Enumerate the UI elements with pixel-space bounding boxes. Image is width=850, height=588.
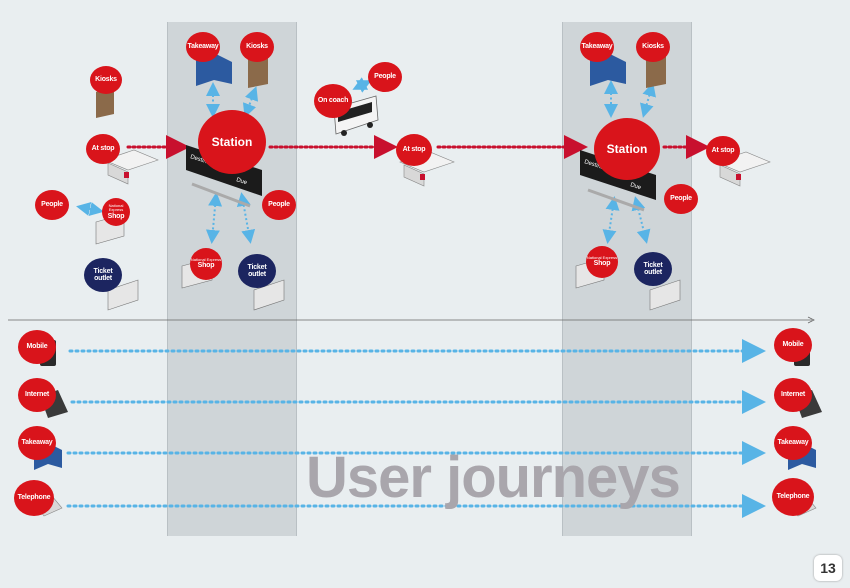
people-node: People (35, 190, 69, 220)
takeaway-node: Takeaway (18, 426, 56, 460)
at-stop-node: At stop (86, 134, 120, 164)
people-node: People (368, 62, 402, 92)
bus-shelter-icon (103, 149, 771, 187)
internet-node: Internet (774, 378, 812, 412)
ticket-outlet-node: Ticket outlet (634, 252, 672, 286)
at-stop-node: At stop (706, 136, 740, 166)
kiosks-node: Kiosks (240, 32, 274, 62)
mobile-node: Mobile (774, 328, 812, 362)
kiosks-node: Kiosks (90, 66, 122, 94)
shop-node: National Express Shop (102, 198, 130, 226)
mobile-phone-icon (40, 340, 810, 366)
takeaway-node: Takeaway (774, 426, 812, 460)
telephone-node: Telephone (772, 478, 814, 516)
at-stop-node: At stop (396, 134, 432, 166)
mobile-node: Mobile (18, 330, 56, 364)
shop-label: Shop (197, 262, 215, 270)
ticket-outlet-node: Ticket outlet (84, 258, 122, 292)
telephone-node: Telephone (14, 480, 54, 516)
kiosks-node: Kiosks (636, 32, 670, 62)
takeaway-node: Takeaway (580, 32, 614, 62)
internet-node: Internet (18, 378, 56, 412)
station-node: Station (594, 118, 660, 180)
page-title: User journeys (306, 445, 681, 510)
page-number: 13 (814, 555, 842, 581)
ticket-outlet-node: Ticket outlet (238, 254, 276, 288)
on-coach-node: On coach (314, 84, 352, 118)
shop-label: Shop (107, 212, 125, 220)
shop-brand-label: National Express (108, 203, 124, 213)
svg-text:Due: Due (629, 182, 642, 191)
shop-label: Shop (593, 260, 611, 268)
takeaway-map-icon (196, 54, 626, 86)
shop-brand-label: National Express (586, 255, 618, 261)
shop-node: National Express Shop (586, 246, 618, 278)
laptop-icon (40, 390, 822, 418)
station-node: Station (198, 110, 266, 174)
shop-brand-label: National Express (190, 257, 222, 263)
takeaway-node: Takeaway (186, 32, 220, 62)
people-node: People (664, 184, 698, 214)
shop-counter-icon (95, 213, 605, 289)
svg-text:Due: Due (235, 177, 248, 186)
people-node: People (262, 190, 296, 220)
shop-node: National Express Shop (190, 248, 222, 280)
